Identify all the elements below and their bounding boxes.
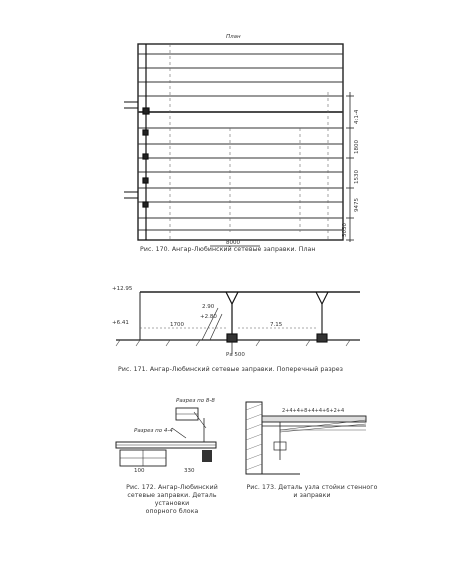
section-mark-lower: +6.41: [112, 320, 129, 326]
figure-173-detail: 2+4+4+8+4+4+6+2+4: [240, 400, 370, 478]
detail-173-drawing: [245, 401, 367, 475]
detail-173-top-dims: 2+4+4+8+4+4+6+2+4: [282, 408, 345, 414]
figure-172-detail: Разрез по 8-8 Разрез по 4-4 100 330: [96, 398, 236, 478]
plan-dim-right-4: 9475: [354, 198, 360, 212]
caption-173-line-2: и заправки: [293, 492, 331, 499]
figure-170-caption: Рис. 170. Ангар-Любинский сетевые заправ…: [140, 246, 316, 253]
plan-dim-right-1: 4:1-4: [354, 109, 360, 124]
section-dim-4: +2.80: [200, 314, 217, 320]
section-dim-2: 2.90: [202, 304, 215, 310]
figure-173-caption: Рис. 173. Деталь узла стойки стенного и …: [242, 484, 382, 500]
plan-drawing: [124, 43, 354, 247]
section-drawing: [115, 291, 360, 354]
caption-172-line-1: Рис. 172. Ангар-Любинский: [126, 484, 218, 491]
figure-171-section: +12.95 +6.41 1700 2.90 7.15 +2.80 Ра 500: [110, 282, 370, 360]
section-dim-1: 1700: [170, 322, 184, 328]
plan-title: План: [226, 34, 241, 40]
detail-172-dim-1: 100: [134, 468, 145, 474]
caption-172-line-3: опорного блока: [145, 508, 199, 515]
plan-dim-right-5: 5050: [342, 223, 348, 237]
figure-170-plan: План 4:1-4 1800 1530 9475 5050 8000: [110, 32, 360, 254]
caption-173-line-1: Рис. 173. Деталь узла стойки стенного: [246, 484, 378, 491]
detail-172-dim-2: 330: [184, 468, 195, 474]
detail-172-drawing: [115, 407, 217, 467]
section-mark-top: +12.95: [112, 286, 133, 292]
plan-dim-bottom: 8000: [226, 240, 240, 246]
detail-172-label-1: Разрез по 8-8: [176, 398, 215, 404]
section-bottom-label: Ра 500: [226, 352, 245, 358]
section-dim-3: 7.15: [270, 322, 283, 328]
detail-172-label-2: Разрез по 4-4: [134, 428, 173, 434]
figure-171-caption: Рис. 171. Ангар-Любинский сетевые заправ…: [118, 366, 344, 373]
plan-dim-right-3: 1530: [354, 170, 360, 184]
caption-172-line-2: сетевые заправки. Деталь установки: [127, 492, 217, 507]
plan-dim-right-2: 1800: [354, 140, 360, 154]
figure-172-caption: Рис. 172. Ангар-Любинский сетевые заправ…: [112, 484, 232, 516]
